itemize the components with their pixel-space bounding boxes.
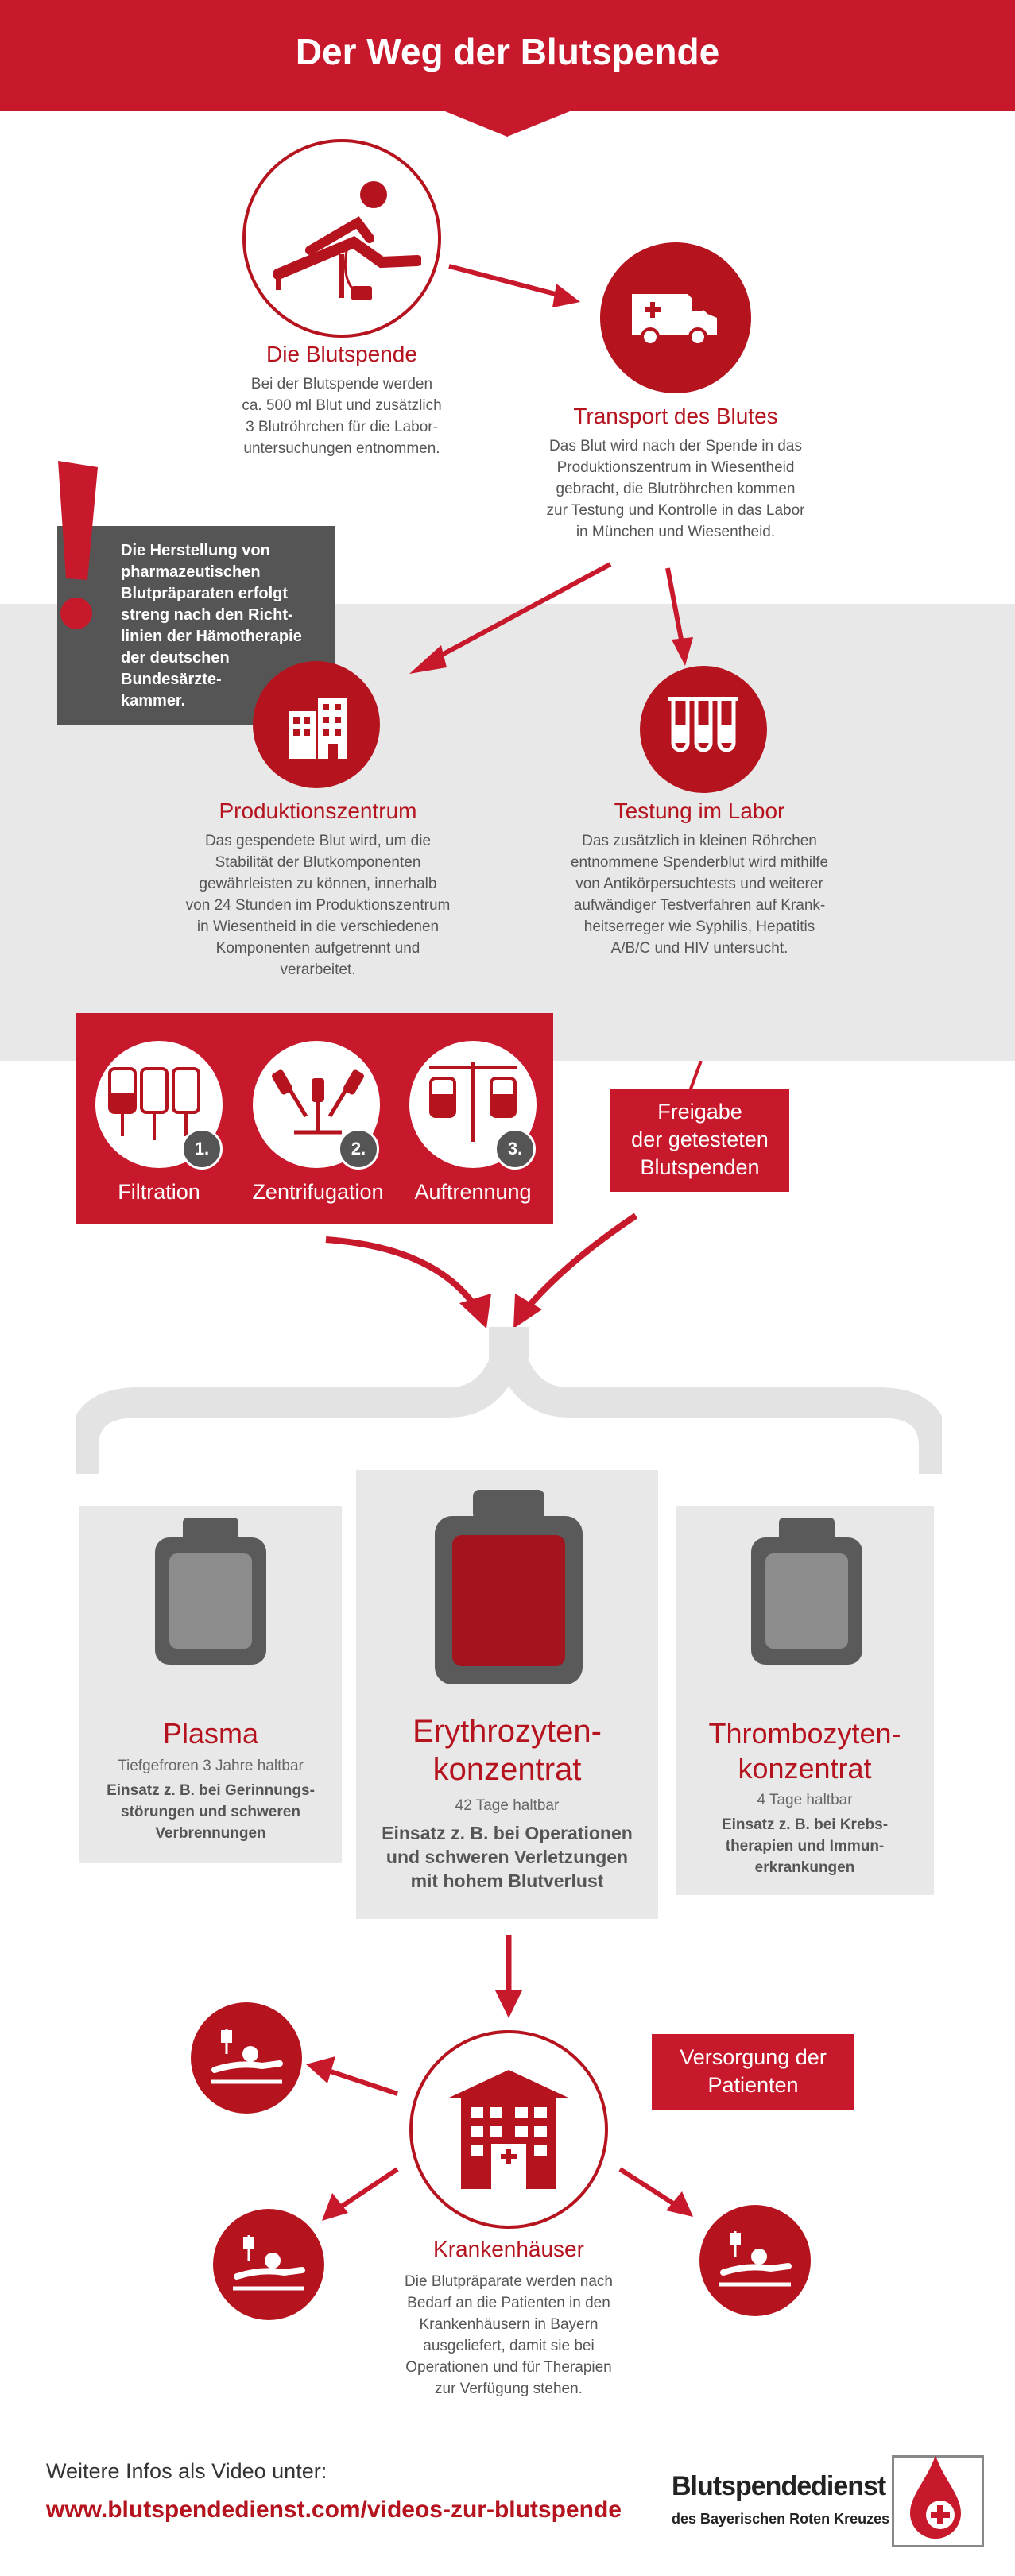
arrow-to-transport <box>448 264 580 307</box>
hospital-icon <box>449 2070 568 2189</box>
donor-chair-icon <box>273 181 421 300</box>
hospital-title: Krankenhäuser <box>433 2237 584 2261</box>
filtration-bags-icon <box>108 1067 200 1140</box>
patient-bed-icon-3 <box>719 2231 792 2287</box>
step-production-text: Das gespendete Blut wird, um die Stabili… <box>185 833 451 978</box>
product-title-erythrocytes: Erythrozyten- konzentrat <box>413 1714 602 1787</box>
distribution-bracket <box>76 1327 942 1474</box>
lab-to-release-line <box>688 1061 703 1092</box>
footer-label: Weitere Infos als Video unter: <box>46 2459 327 2483</box>
factory-icon <box>289 698 347 759</box>
step-blutspende-text: Bei der Blutspende werden ca. 500 ml Blu… <box>242 376 442 457</box>
thrombocyte-bag-icon <box>751 1518 862 1665</box>
process-number-3: 3. <box>494 1128 536 1170</box>
process-number-1: 1. <box>181 1128 223 1170</box>
arrow-to-hospital <box>495 1935 522 2018</box>
product-use-plasma: Einsatz z. B. bei Gerinnungs- störungen … <box>107 1782 315 1842</box>
header-banner <box>0 0 1015 111</box>
erythrocyte-bag-icon <box>435 1490 583 1684</box>
process-label-separation: Auftrennung <box>414 1180 532 1204</box>
merge-arrows <box>325 1213 638 1329</box>
hospital-to-patient-arrows <box>306 2056 693 2221</box>
product-title-plasma: Plasma <box>162 1717 259 1750</box>
release-box: Freigabe der getesteten Blutspenden <box>610 1089 789 1192</box>
step-transport-text: Das Blut wird nach der Spende in das Pro… <box>546 438 805 540</box>
ambulance-icon <box>632 294 717 346</box>
process-label-centrifugation: Zentrifugation <box>252 1180 384 1204</box>
arrows-to-production-and-lab <box>409 562 693 674</box>
centrifuge-icon <box>272 1069 364 1135</box>
video-link[interactable]: www.blutspendedienst.com/videos-zur-blut… <box>46 2497 622 2523</box>
product-title-thrombocytes: Thrombozyten- konzentrat <box>708 1717 901 1785</box>
product-use-thrombocytes: Einsatz z. B. bei Krebs- therapien und I… <box>721 1816 889 1876</box>
blood-drop-logo-icon <box>910 2455 961 2539</box>
process-number-2: 2. <box>338 1128 379 1170</box>
product-shelf-thrombocytes: 4 Tage haltbar <box>757 1792 853 1808</box>
banner-pointer <box>441 110 574 137</box>
product-shelf-plasma: Tiefgefroren 3 Jahre haltbar <box>118 1758 304 1774</box>
step-transport-title: Transport des Blutes <box>573 404 778 428</box>
product-use-erythrocytes: Einsatz z. B. bei Operationen und schwer… <box>382 1823 633 1891</box>
product-shelf-erythrocytes: 42 Tage haltbar <box>455 1797 560 1814</box>
org-subtitle: des Bayerischen Roten Kreuzes <box>672 2511 890 2527</box>
notice-text: Die Herstellung von pharmazeutischen Blu… <box>121 542 302 710</box>
patient-bed-icon <box>211 2029 283 2084</box>
page-title: Der Weg der Blutspende <box>295 31 720 72</box>
plasma-bag-icon <box>155 1518 266 1665</box>
test-tubes-icon <box>668 697 738 752</box>
patient-bed-icon-2 <box>233 2235 305 2291</box>
hospital-text: Die Blutpräparate werden nach Bedarf an … <box>405 2273 613 2397</box>
org-name: Blutspendedienst <box>672 2471 886 2501</box>
step-lab-title: Testung im Labor <box>614 799 785 823</box>
donor-circle <box>242 139 441 338</box>
production-circle <box>253 661 380 788</box>
supply-box: Versorgung der Patienten <box>652 2034 854 2110</box>
step-lab-text: Das zusätzlich in kleinen Röhrchen entno… <box>570 833 829 957</box>
process-label-filtration: Filtration <box>118 1180 200 1204</box>
separation-bags-icon <box>429 1062 517 1142</box>
step-blutspende-title: Die Blutspende <box>266 342 417 366</box>
exclamation-icon <box>54 461 98 640</box>
step-production-title: Produktionszentrum <box>219 799 417 823</box>
